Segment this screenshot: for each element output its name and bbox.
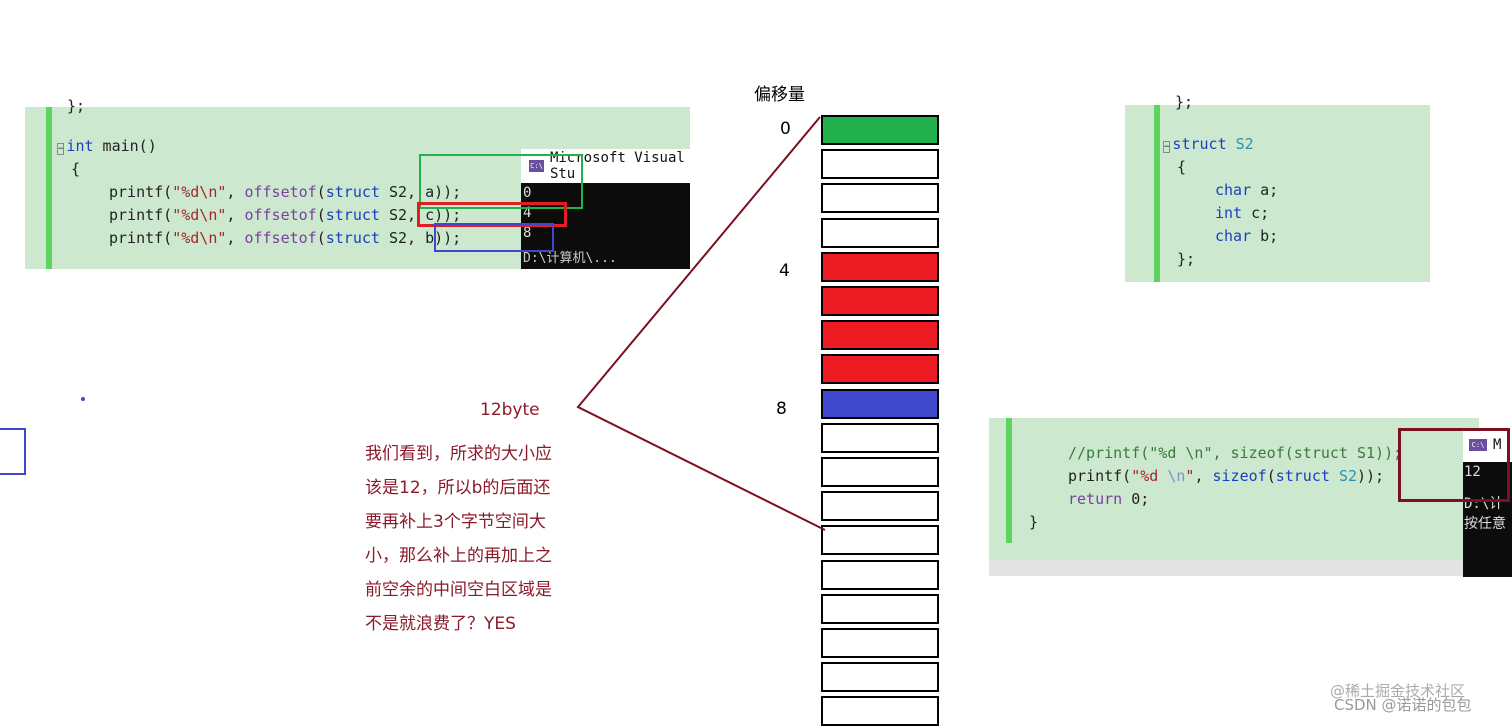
note-line: 要再补上3个字节空间大 [365,512,546,532]
memory-byte-5 [821,286,939,316]
memory-byte-6 [821,320,939,351]
memory-byte-2 [821,183,939,214]
console-title: Microsoft Visual Stu [549,150,685,182]
offset-label-4: 4 [779,261,790,281]
memory-byte-4 [821,251,939,282]
code-end: }; [1177,250,1196,268]
console-line: 按任意 [1464,516,1506,532]
change-bar [46,107,52,269]
memory-byte-8 [821,388,939,419]
console-output: 12 [1464,464,1481,480]
change-bar [1006,418,1012,543]
console-path-line: D:\计算机\... [523,251,617,266]
watermark-juejin: @稀土掘金技术社区 [1330,682,1466,700]
memory-byte-12 [821,525,939,556]
note-line: 我们看到，所求的大小应 [365,444,552,464]
note-line: 前空余的中间空白区域是 [365,580,552,600]
memory-byte-14 [821,593,939,624]
member-c: int c; [1215,204,1270,222]
sizeof-code-panel: //printf("%d \n", sizeof(struct S1)); pr… [989,418,1479,560]
highlight-red-box [417,202,567,227]
code-line-c: printf("%d\n", offsetof(struct S2, c)); [109,206,462,224]
change-bar [1154,105,1160,282]
memory-byte-16 [821,662,939,693]
watermark-csdn: CSDN @诺诺的包包 [1334,696,1472,714]
offset-header: 偏移量 [754,85,805,105]
member-name: a [425,183,435,201]
scrollbar[interactable] [989,560,1469,576]
console-title: M [1493,437,1502,453]
member-name: c [425,206,435,224]
code-line-a: printf("%d\n", offsetof(struct S2, a)); [109,183,462,201]
member-name: b [425,229,435,247]
size-bracket [576,116,826,531]
console-output: 4 [523,205,532,221]
highlight-blue-box [434,223,554,252]
return-line: return 0; [1068,490,1150,508]
code-closing: }; [67,97,86,115]
code-line-b: printf("%d\n", offsetof(struct S2, b)); [109,229,462,247]
memory-byte-1 [821,149,939,180]
commented-line: //printf("%d \n", sizeof(struct S1)); [1068,444,1403,462]
offset-label-0: 0 [780,119,791,139]
console-output: 8 [523,225,532,241]
note-line: 小，那么补上的再加上之 [365,546,552,566]
format-string: "%d\n" [172,229,227,247]
code-brace: { [71,160,81,178]
note-line: 不是就浪费了？YES [365,614,516,634]
member-a: char a; [1215,181,1279,199]
highlight-result-box [1398,428,1510,502]
offset-label-8: 8 [776,399,787,419]
format-string: "%d\n" [172,183,227,201]
memory-byte-15 [821,628,939,658]
memory-byte-10 [821,457,939,487]
memory-byte-11 [821,491,939,522]
memory-byte-3 [821,217,939,248]
format-string: "%d\n" [172,206,227,224]
console-icon: C:\ [1469,439,1487,451]
code-close: } [1029,513,1039,531]
right-console-window: C:\M 12 D:\计 按任意 [1463,428,1512,577]
code-closing: }; [1175,93,1194,111]
note-line: 该是12，所以b的后面还 [365,478,551,498]
console-icon: C:\ [529,160,544,172]
size-label: 12byte [480,400,540,420]
memory-byte-13 [821,559,939,590]
console-output: 0 [523,185,532,201]
highlight-green-box [419,154,583,209]
code-main-line: −int main() [57,137,157,155]
console-title-bar: C:\ M [1463,428,1512,462]
memory-byte-9 [821,422,939,453]
blue-dot [81,397,85,401]
sizeof-line: printf("%d \n", sizeof(struct S2)); [1068,467,1385,485]
code-brace: { [1177,158,1187,176]
blue-mark [0,428,26,475]
member-b: char b; [1215,227,1279,245]
explanation-note: 我们看到，所求的大小应 该是12，所以b的后面还 要再补上3个字节空间大 小，那… [365,437,595,641]
left-console-window: C:\ Microsoft Visual Stu 0 4 8 D:\计算机\... [521,149,690,269]
struct-code-panel: }; −struct S2 { char a; int c; char b; }… [1125,93,1430,282]
struct-decl: −struct S2 [1163,135,1254,153]
memory-byte-0 [821,115,939,145]
memory-byte-7 [821,354,939,385]
